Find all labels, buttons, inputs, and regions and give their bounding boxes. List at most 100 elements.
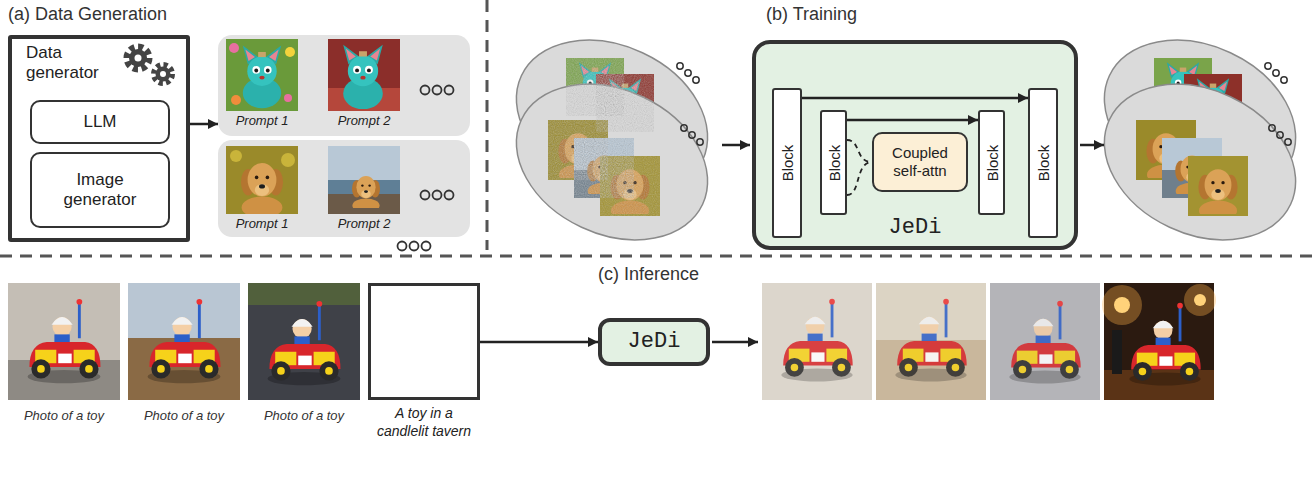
training-stacks-part <box>1079 10 1313 269</box>
inference-images-part <box>128 283 240 400</box>
block-box: Block <box>978 110 1005 215</box>
arrow <box>190 123 218 126</box>
inference-images-part <box>28 299 101 383</box>
inference-images-part <box>1194 294 1206 306</box>
sample-panels-part <box>398 86 454 251</box>
block-box: Block <box>772 88 802 238</box>
node-label: JeDi <box>756 216 1074 240</box>
arrow <box>802 97 1028 100</box>
section-title: (a) Data Generation <box>8 4 167 26</box>
inference-images-part <box>1102 285 1142 325</box>
sample-panels-part-part <box>421 191 430 200</box>
sample-panels-part <box>243 46 281 109</box>
model-box: JeDi Block Block Coupled self-attn Block Bloc… <box>752 40 1078 250</box>
training-stacks-part <box>600 156 660 216</box>
gear-icons <box>127 47 172 83</box>
training-stacks-part <box>491 10 733 269</box>
section-title: (c) Inference <box>598 264 699 286</box>
empty-image-box: A toy in a candlelit tavern <box>368 283 480 400</box>
prompt-label: Prompt 2 <box>338 217 391 231</box>
generator-box: Data generatorLLM Image generator <box>8 35 190 242</box>
gear-icons-part <box>129 49 147 67</box>
sample-panels-part <box>230 150 242 162</box>
sample-panels-part-part <box>398 242 407 251</box>
sample-panels-part-part <box>445 191 454 200</box>
training-stacks-part <box>752 40 1078 250</box>
training-stacks-part <box>722 144 750 147</box>
node-label: Image generator <box>48 170 152 211</box>
prompt-label: Prompt 1 <box>236 114 289 128</box>
inference-images-part <box>895 299 966 382</box>
section-dividers-part <box>486 0 489 250</box>
sample-panels-part <box>229 43 239 53</box>
block-box: Block <box>820 110 847 215</box>
training-stacks-part <box>1080 144 1104 147</box>
gear-icons-part <box>154 65 172 83</box>
attention-box: Coupled self-attn <box>872 132 968 192</box>
inference-images-part <box>762 283 872 400</box>
node-label: LLM <box>83 112 116 132</box>
attention-link <box>847 140 872 195</box>
inference-images-part <box>990 283 1100 400</box>
sample-panels-part <box>352 176 380 213</box>
inference-images-part <box>1009 301 1080 384</box>
prompt-label: Prompt 2 <box>338 114 391 128</box>
node-label: Data generator <box>26 43 118 84</box>
inference-images-part <box>1129 303 1200 386</box>
training-stacks <box>491 10 1313 269</box>
inference-images-part <box>781 299 852 382</box>
node-label: Block <box>1036 145 1051 182</box>
sample-panels-part <box>218 35 470 136</box>
node-label: Block <box>780 145 795 182</box>
sample-panels-part-part <box>445 86 454 95</box>
section-title: (b) Training <box>766 4 857 26</box>
gear-icons-part <box>135 55 142 62</box>
arrow <box>847 119 978 122</box>
node-label: A toy in a candlelit tavern <box>368 405 480 440</box>
sample-panels-part-part <box>433 191 442 200</box>
inference-images-part <box>248 283 360 305</box>
section-dividers-part <box>0 255 1313 258</box>
sample-panels-part-part <box>433 86 442 95</box>
inference-images-part <box>1114 297 1130 313</box>
sample-panels-part-part <box>410 242 419 251</box>
image-generator-box: Image generator <box>30 152 170 228</box>
sample-panels-part <box>231 95 241 105</box>
inference-images-part <box>248 283 360 400</box>
sample-panels-part <box>281 153 295 167</box>
sample-panels-part <box>343 45 383 110</box>
prompt-label: Prompt 1 <box>236 217 289 231</box>
sample-panels-part <box>218 140 470 237</box>
inference-images-part <box>1184 284 1216 316</box>
gear-icons-part <box>160 71 166 77</box>
arrow <box>480 341 598 344</box>
image-caption: Photo of a toy <box>264 408 344 424</box>
gear-icons-part <box>127 47 149 69</box>
sample-panels-part <box>226 39 298 111</box>
block-box: Block <box>1028 88 1058 238</box>
inference-images-part <box>148 299 221 383</box>
sample-panels-part <box>284 94 292 102</box>
image-caption: Photo of a toy <box>24 408 104 424</box>
node-label: Block <box>826 144 841 181</box>
inference-images-part <box>8 283 120 400</box>
sample-panels-part <box>241 163 283 218</box>
sample-panels-part <box>328 39 400 111</box>
inference-images-part <box>1112 330 1122 374</box>
sample-panel: Prompt 1 Prompt 2 <box>218 35 470 136</box>
inference-images-part <box>876 283 986 400</box>
sample-panels <box>218 35 470 251</box>
sample-panels-part-part <box>422 242 431 251</box>
node-label: Block <box>984 144 999 181</box>
image-caption: Photo of a toy <box>144 408 224 424</box>
llm-box: LLM <box>30 100 170 144</box>
gear-icons-part <box>156 67 171 82</box>
inference-images-part <box>1104 283 1214 400</box>
node-label: Coupled self-attn <box>878 144 962 180</box>
node-label: JeDi <box>628 329 681 355</box>
inference-images-part <box>712 341 758 344</box>
sample-panels-part <box>328 146 400 214</box>
sample-panels-part <box>285 47 295 57</box>
sample-panels-part-part <box>421 86 430 95</box>
